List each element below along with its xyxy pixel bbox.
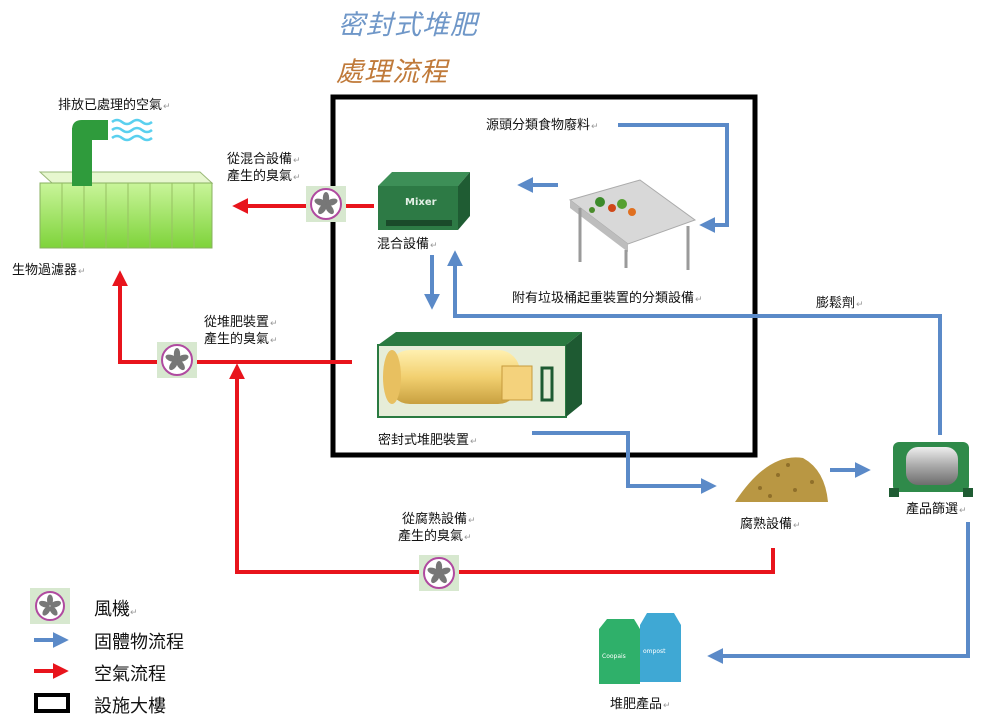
composter-odor-label-1: 從堆肥裝置↵ xyxy=(204,315,278,330)
composter-odor-label-2: 產生的臭氣↵ xyxy=(204,332,278,347)
fan-composter-icon xyxy=(157,342,197,378)
air-flow-lines xyxy=(112,198,775,574)
bag-blue-text: ompost xyxy=(643,648,666,655)
mixer-odor-label-1: 從混合設備↵ xyxy=(227,152,301,167)
title-line-1: 密封式堆肥 xyxy=(338,10,478,41)
product-label: 堆肥產品↵ xyxy=(610,697,671,712)
facility-building xyxy=(330,94,758,458)
legend-air-label: 空氣流程 xyxy=(94,664,166,685)
flow-screening-to-product xyxy=(707,522,970,664)
curing-pile-image xyxy=(735,457,828,502)
screening-label: 產品篩選↵ xyxy=(906,502,967,517)
fan-mixer-icon xyxy=(306,186,346,222)
mixer-image xyxy=(378,172,470,230)
sorting-label: 附有垃圾桶起重裝置的分類設備↵ xyxy=(512,291,703,306)
legend-building-icon xyxy=(34,693,70,713)
legend-fan-icon xyxy=(30,588,70,624)
product-bags-image xyxy=(599,613,681,684)
legend-fan-label: 風機↵ xyxy=(94,599,138,620)
flow-source-to-sorting xyxy=(618,123,729,233)
mixer-text: Mixer xyxy=(405,197,437,208)
legend-solid-label: 固體物流程 xyxy=(94,632,184,653)
sorting-image xyxy=(568,179,697,270)
exhaust-label: 排放已處理的空氣↵ xyxy=(58,98,171,113)
biofilter-image xyxy=(38,118,214,249)
composter-image xyxy=(377,332,582,418)
air-curing-to-biofilter xyxy=(229,363,775,574)
flow-composter-to-curing xyxy=(532,431,717,494)
source-label: 源頭分類食物廢料↵ xyxy=(486,118,599,133)
legend-building-label: 設施大樓 xyxy=(94,696,166,717)
solid-flow-lines xyxy=(424,123,970,664)
title-line-2: 處理流程 xyxy=(336,57,448,88)
mixer-label: 混合設備↵ xyxy=(377,237,438,252)
air-composter-to-biofilter xyxy=(112,270,352,364)
composter-label: 密封式堆肥裝置↵ xyxy=(378,433,478,448)
curing-odor-label-2: 產生的臭氣↵ xyxy=(398,529,472,544)
flow-bulking-return xyxy=(447,250,942,435)
curing-odor-label-1: 從腐熟設備↵ xyxy=(402,512,476,527)
mixer-odor-label-2: 產生的臭氣↵ xyxy=(227,169,301,184)
curing-label: 腐熟設備↵ xyxy=(740,517,801,532)
bag-green-text: Coopais xyxy=(602,653,626,660)
fan-curing-icon xyxy=(419,555,459,591)
screening-image xyxy=(889,442,973,497)
bulking-label: 膨鬆劑↵ xyxy=(816,296,864,311)
biofilter-label: 生物過濾器↵ xyxy=(12,263,86,278)
